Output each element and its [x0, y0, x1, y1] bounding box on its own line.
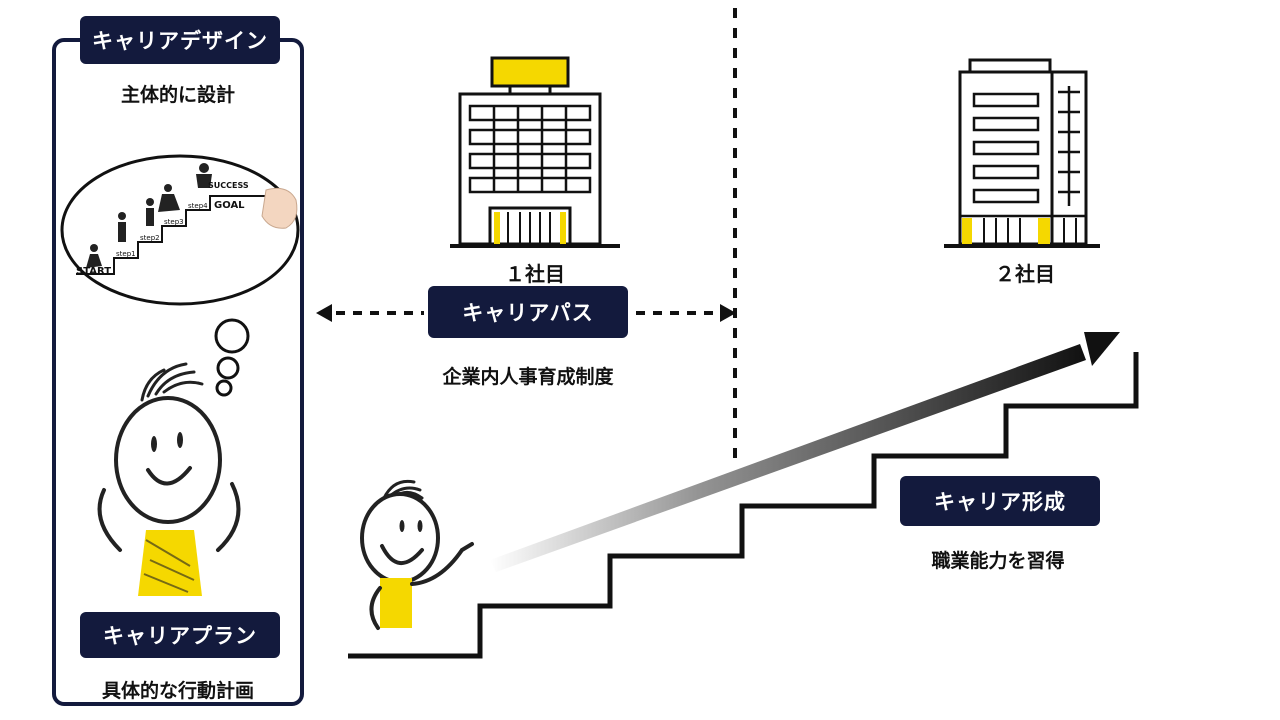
step3-label: step3	[164, 218, 184, 226]
success-label: SUCCESS	[208, 181, 249, 190]
career-design-badge: キャリアデザイン	[80, 16, 280, 64]
company-2-building	[944, 58, 1100, 248]
step1-label: step1	[116, 250, 136, 258]
career-plan-subtitle: 具体的な行動計画	[101, 680, 254, 702]
goal-label: GOAL	[214, 200, 245, 211]
career-path-arrow	[316, 304, 736, 322]
career-formation-subtitle: 職業能力を習得	[931, 550, 1065, 572]
company-2-label: ２社目	[995, 262, 1055, 286]
career-path-badge-text: キャリアパス	[462, 301, 594, 325]
thinking-person	[97, 362, 241, 596]
company-divider	[733, 8, 737, 466]
bubble-step-labels: START step1 step2 step3 step4 SUCCESS GO…	[76, 181, 249, 277]
career-growth-stairs	[348, 332, 1139, 659]
thought-bubble	[60, 154, 300, 397]
career-path-badge: キャリアパス	[428, 286, 628, 338]
pointing-person	[360, 479, 474, 630]
career-path-subtitle: 企業内人事育成制度	[442, 366, 614, 388]
step4-label: step4	[188, 202, 208, 210]
company-1-building	[450, 56, 620, 248]
career-formation-badge: キャリア形成	[900, 476, 1100, 526]
career-design-badge-text: キャリアデザイン	[92, 29, 268, 53]
company-1-label: １社目	[505, 262, 565, 286]
career-design-subtitle: 主体的に設計	[120, 84, 235, 106]
career-plan-badge: キャリアプラン	[80, 612, 280, 658]
start-label: START	[76, 266, 111, 277]
career-formation-badge-text: キャリア形成	[934, 490, 1066, 514]
career-plan-badge-text: キャリアプラン	[103, 624, 257, 648]
step2-label: step2	[140, 234, 160, 242]
